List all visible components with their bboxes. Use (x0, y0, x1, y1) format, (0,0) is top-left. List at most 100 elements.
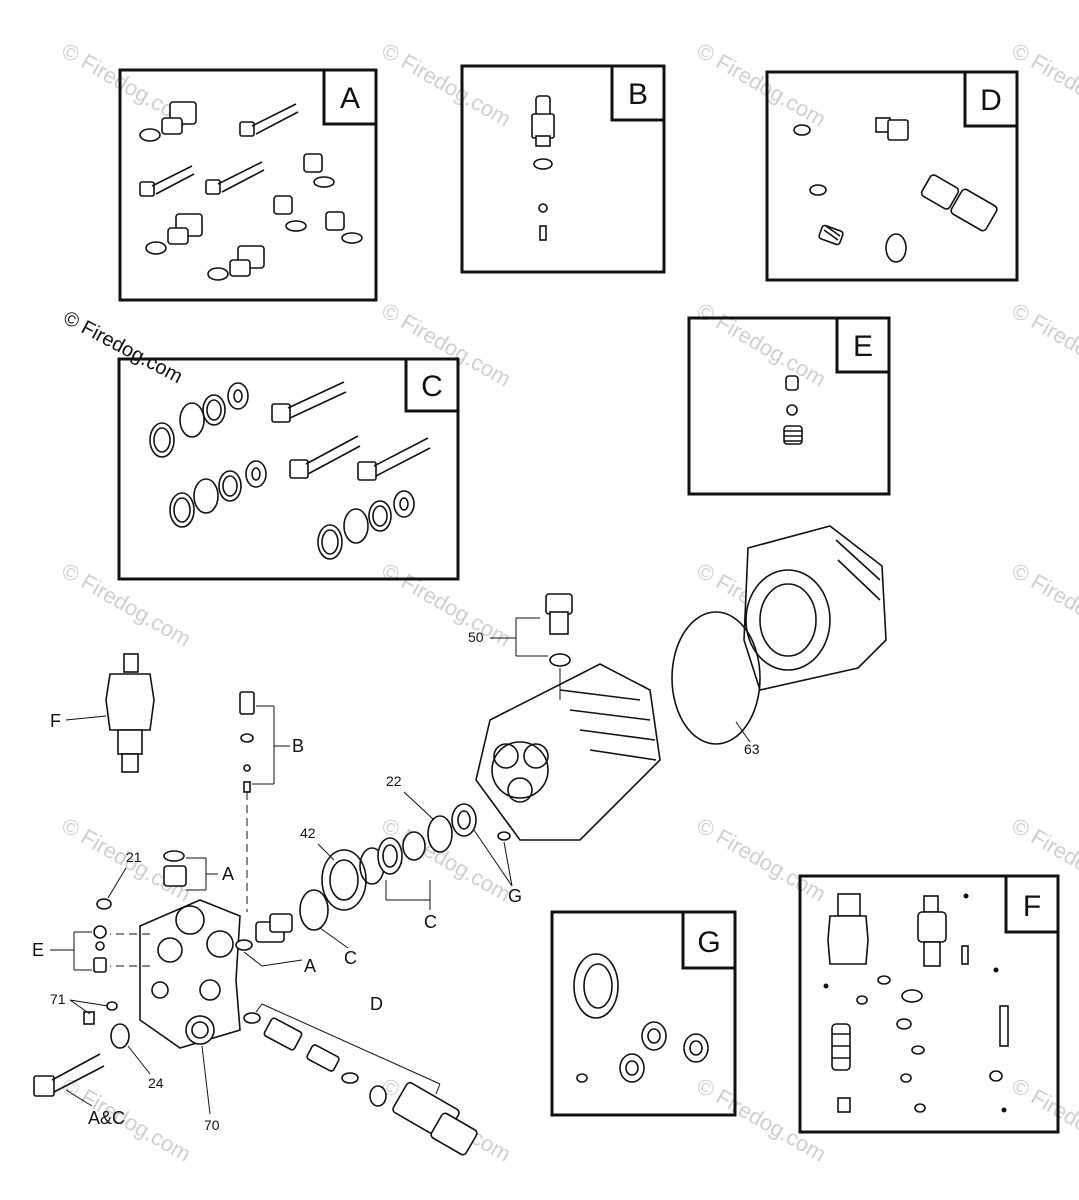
o-ring-part (497, 831, 511, 841)
leader-line (65, 1089, 93, 1107)
watermark-19: © Firedog.com (1008, 1073, 1079, 1167)
o-ring-part (901, 989, 923, 1003)
callout-22: 22 (386, 773, 402, 789)
pin-part (961, 945, 969, 965)
washer-part-24 (110, 1023, 130, 1049)
leader-line (201, 1045, 211, 1115)
leader-line (319, 927, 349, 949)
o-ring-part (369, 1085, 387, 1107)
leader-line (50, 931, 92, 971)
check-valve-part (139, 101, 197, 142)
spring-valve-part (303, 153, 335, 188)
spring-part (306, 1044, 340, 1072)
kit-c-border (117, 357, 460, 581)
kit-e-panel: E (687, 316, 891, 496)
leader-line (403, 791, 435, 821)
o-ring-part (896, 1018, 912, 1030)
kit-b-letter: B (628, 78, 648, 111)
o-ring-21 (96, 898, 112, 910)
cap-part (837, 1097, 851, 1113)
stem-part (999, 1005, 1009, 1047)
fitting-part (263, 1017, 303, 1051)
pump-assembly (33, 525, 887, 1156)
callout-b: B (292, 736, 304, 756)
washer-part (402, 831, 426, 861)
leader-line (65, 715, 107, 721)
callout-a-and-c: A&C (88, 1108, 125, 1128)
bolt-part (239, 103, 299, 137)
callout-f: F (50, 711, 61, 731)
watermark-2: © Firedog.com (378, 38, 516, 132)
fitting-part (875, 117, 909, 141)
nozzle-part (920, 174, 998, 232)
plug-part (93, 925, 107, 939)
seal-part (299, 889, 329, 931)
watermark-14: © Firedog.com (693, 813, 831, 907)
kit-c-letter-box (404, 357, 460, 413)
callout-d: D (370, 994, 383, 1014)
spring-part (831, 1023, 851, 1071)
kit-e-letter: E (853, 330, 873, 363)
plug-part (785, 375, 799, 391)
crankcase-housing (743, 525, 887, 691)
check-valve-part (235, 913, 293, 951)
fitting-part-50 (545, 593, 573, 667)
watermark-6: © Firedog.com (693, 298, 831, 392)
watermark-8: © Firedog.com (58, 558, 196, 652)
kit-g-letter-box (681, 910, 737, 970)
dot-part (823, 983, 829, 989)
callout-g: G (508, 886, 522, 906)
seal-part (641, 1021, 667, 1051)
spring-part (783, 425, 803, 445)
callout-c-upper: C (424, 912, 437, 932)
dot-part (963, 893, 969, 899)
leader-line (385, 880, 431, 910)
kit-f-panel: F (798, 874, 1060, 1134)
kit-g-border (550, 910, 737, 1117)
kit-a-panel: A (118, 68, 378, 302)
pump-head (475, 663, 661, 841)
o-ring-part (809, 184, 827, 196)
seal-part (377, 837, 403, 875)
seal-part-22 (427, 815, 453, 853)
callout-71: 71 (50, 991, 66, 1007)
leader-line (107, 867, 127, 899)
o-ring-part (885, 233, 907, 263)
unloader-valve-part (105, 653, 155, 773)
check-valve-part (207, 245, 265, 281)
callout-c-lower: C (344, 948, 357, 968)
kit-e-letter-box (835, 316, 891, 374)
bolt-part (205, 161, 265, 195)
bolt-part (139, 165, 195, 197)
leader-line (490, 617, 548, 657)
bolt-part (289, 435, 361, 479)
seal-part (451, 803, 477, 837)
o-ring-part (914, 1103, 926, 1113)
kit-f-border (798, 874, 1060, 1134)
kit-a-letter-box (322, 68, 378, 126)
callout-a-lower: A (304, 956, 316, 976)
watermark-3: © Firedog.com (693, 38, 831, 132)
o-ring-part (793, 124, 811, 136)
check-valve-part (163, 850, 187, 887)
kit-d-letter-box (963, 70, 1019, 128)
fitting-part (917, 895, 947, 967)
plug-part (989, 1070, 1003, 1082)
nozzle-thread-part (430, 1112, 478, 1156)
kit-b-border (460, 64, 666, 274)
o-ring-part (341, 1072, 359, 1084)
callout-63: 63 (744, 741, 760, 757)
leader-line (69, 999, 109, 1015)
leader-line (243, 951, 303, 967)
kit-a-border (118, 68, 378, 302)
watermark-16: © Firedog.com (58, 1073, 196, 1167)
kit-c-letter: C (421, 370, 443, 403)
callout-e: E (32, 940, 44, 960)
grease-fitting-part (531, 95, 555, 241)
bolt-part (271, 381, 347, 423)
leader-line (255, 1003, 441, 1095)
seal-set-part (169, 460, 267, 528)
kit-d-panel: D (765, 70, 1019, 282)
clip-part (877, 975, 891, 985)
kit-d-border (765, 70, 1019, 282)
